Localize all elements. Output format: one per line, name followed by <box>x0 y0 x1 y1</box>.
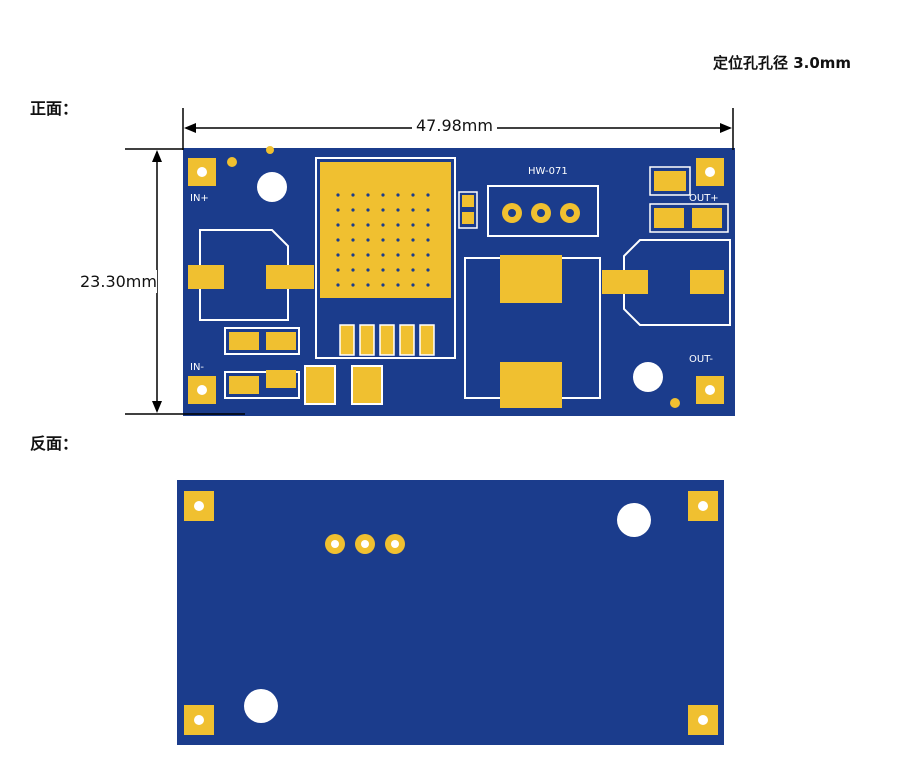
back-corner-pad <box>688 491 718 521</box>
smd-pad <box>654 208 684 228</box>
input-capacitor-pad <box>266 265 314 289</box>
output-capacitor-outline <box>623 239 731 326</box>
via-dot <box>227 157 237 167</box>
back-corner-pad <box>184 491 214 521</box>
terminal-in-minus <box>188 376 216 404</box>
smd-pad <box>654 171 686 191</box>
smd-pad <box>351 365 383 405</box>
silk-out-plus: OUT+ <box>689 193 719 204</box>
smd-pad <box>266 370 296 388</box>
input-capacitor-pad <box>188 265 224 289</box>
smd-pad <box>692 208 722 228</box>
smd-pad <box>229 376 259 394</box>
back-corner-pad <box>688 705 718 735</box>
mounting-hole-front-bottom <box>633 362 663 392</box>
silk-in-plus: IN+ <box>190 193 209 204</box>
main-ic-outline <box>315 157 456 359</box>
smd-outline <box>649 203 729 233</box>
main-ic-pins <box>339 324 435 356</box>
mounting-hole-back-bottom <box>244 689 278 723</box>
inductor-pad <box>500 362 562 408</box>
front-board: IN+ IN- OUT+ OUT- HW-071 <box>183 146 735 416</box>
potentiometer-outline <box>487 185 599 237</box>
potentiometer-pins <box>502 203 580 223</box>
back-view-label: 反面： <box>30 434 79 453</box>
silk-model-text: HW-071 <box>528 166 568 177</box>
output-capacitor-pad <box>690 270 724 294</box>
width-dimension-label: 47.98mm <box>412 116 497 135</box>
silk-in-minus: IN- <box>190 362 204 373</box>
inductor-pad <box>500 255 562 303</box>
mounting-hole-front-top <box>257 172 287 202</box>
smd-pad <box>229 332 259 350</box>
smd-pad <box>266 332 296 350</box>
height-dimension <box>125 148 245 415</box>
front-view-label: 正面： <box>30 99 79 118</box>
terminal-out-minus <box>696 376 724 404</box>
mounting-hole-back-top <box>617 503 651 537</box>
terminal-in-plus <box>188 158 216 186</box>
main-ic-thermal-pad <box>320 162 451 298</box>
mounting-hole-note: 定位孔孔径 3.0mm <box>713 54 852 72</box>
output-capacitor-pad <box>602 270 648 294</box>
main-ic-vias <box>336 193 430 287</box>
smd-outline <box>224 371 300 399</box>
smd-pad <box>462 212 474 224</box>
smd-outline <box>224 327 300 355</box>
smd-pad <box>462 195 474 207</box>
back-board <box>177 480 724 745</box>
height-dimension-label: 23.30mm <box>80 270 157 293</box>
via-dot <box>266 146 274 154</box>
terminal-out-plus <box>696 158 724 186</box>
smd-outline <box>649 166 691 196</box>
back-potentiometer-pins <box>325 534 405 554</box>
smd-outline <box>458 191 478 229</box>
silk-out-minus: OUT- <box>689 354 713 365</box>
smd-pad <box>304 365 336 405</box>
back-corner-pad <box>184 705 214 735</box>
via-dot <box>670 398 680 408</box>
